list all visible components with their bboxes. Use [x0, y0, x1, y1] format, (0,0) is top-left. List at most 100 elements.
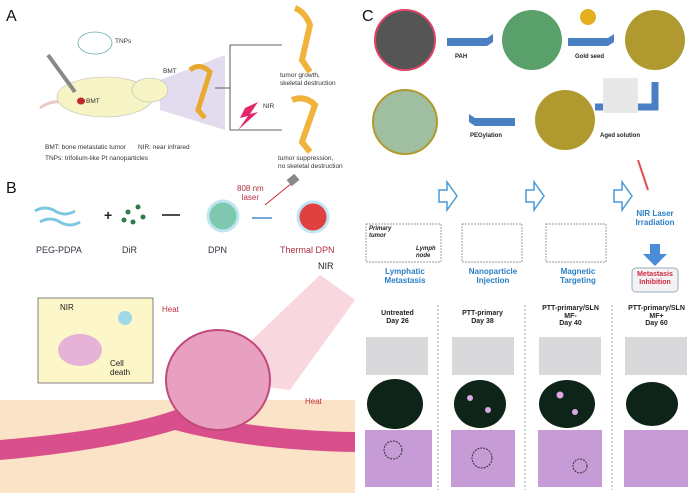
workflow-boxes — [365, 223, 607, 263]
g2a: PTT-primary — [462, 310, 503, 317]
lightning-icon — [238, 102, 258, 130]
cell-death-2: death — [110, 367, 131, 377]
lymph-node-1: Lymph — [416, 246, 436, 252]
arrow-gold-seed — [568, 34, 614, 46]
step-pegylation: PEGylation — [470, 133, 503, 139]
wf-2a: Nanoparticle — [468, 267, 518, 276]
pah-particle — [502, 10, 562, 70]
workflow-arrows — [438, 179, 633, 213]
tnps-label: TNPs — [115, 38, 132, 45]
branch-arrows — [215, 44, 282, 131]
outcome-bottom-2: no skeletal destruction — [278, 163, 343, 170]
g1a: Untreated — [381, 310, 414, 317]
thermal-dpn-label: Thermal DPN — [280, 245, 335, 255]
bone-healthy — [290, 95, 319, 154]
legend-tnps: TNPs: trifolium-like Pt nanoparticles — [45, 155, 148, 162]
core-particle — [374, 9, 436, 71]
primary-tumor-1: Primary — [369, 226, 392, 232]
lymph-node-2: node — [416, 252, 431, 259]
inset-nir-label: NIR — [60, 303, 74, 312]
metastasis-circles — [383, 440, 588, 474]
wf-1b: Metastasis — [384, 275, 426, 285]
laser-label-2: laser — [241, 192, 260, 202]
seeded-particle — [625, 10, 685, 70]
thermal-dpn-particle — [296, 200, 330, 234]
result-1: Metastasis — [637, 271, 673, 278]
bmt-mouse-label: BMT — [86, 98, 100, 105]
g2b: Day 38 — [471, 317, 494, 325]
laser-label-1: 808 nm — [237, 184, 264, 193]
wf-1a: Lymphatic — [385, 267, 425, 276]
column-dividers — [437, 305, 613, 490]
nir-beam-label: NIR — [318, 261, 334, 271]
tumor-mass — [165, 329, 271, 431]
dir-label: DiR — [122, 245, 137, 255]
g4a: PTT-primary/SLN — [628, 305, 685, 312]
syringe-icon — [46, 53, 77, 94]
wf-3a: Magnetic — [560, 267, 596, 276]
blood-vessel — [0, 410, 355, 460]
bone-icon — [188, 64, 213, 120]
dir-dots — [121, 204, 146, 225]
step-pah: PAH — [455, 54, 468, 60]
arrow-pah — [447, 34, 493, 46]
mouse-head — [131, 77, 169, 103]
peg-pdpa-label: PEG-PDPA — [36, 245, 82, 255]
step-aged: Aged solution — [600, 133, 640, 139]
wf-2b: Injection — [476, 275, 510, 285]
g4b: MF+ — [649, 312, 664, 320]
g3b: MF- — [564, 312, 577, 320]
arrow-pegylation — [469, 114, 515, 126]
down-arrow — [643, 244, 667, 266]
peg-particle — [372, 89, 438, 155]
cell-death-1: Cell — [110, 359, 124, 368]
outcome-bottom-1: tumor suppression, — [278, 155, 334, 162]
legend-nir: NIR: near infrared — [138, 144, 190, 151]
nir-label: NIR — [263, 103, 275, 110]
g4c: Day 60 — [645, 320, 668, 328]
g3c: Day 40 — [559, 320, 582, 328]
panel-b-label: B — [6, 180, 17, 197]
bmt-bone-label: BMT — [163, 68, 177, 75]
flask-icon — [603, 78, 638, 113]
g3a: PTT-primary/SLN — [542, 305, 599, 312]
aged-particle — [535, 90, 595, 150]
panel-c-label: C — [362, 8, 374, 25]
panel-a-label: A — [6, 8, 17, 25]
dpn-particle — [206, 199, 240, 233]
laser-icon — [286, 173, 300, 187]
laser-lines — [637, 159, 649, 191]
laser-beam — [264, 182, 293, 206]
cancer-cell — [58, 334, 102, 366]
plus-sign: + — [104, 207, 113, 223]
histology-images — [365, 430, 688, 487]
heat-label-1: Heat — [162, 305, 179, 314]
outcome-top-2: skeletal destruction — [280, 80, 336, 87]
result-2: Inhibition — [639, 278, 671, 286]
nanoparticle — [118, 311, 132, 325]
polymer-chains — [34, 206, 81, 227]
gold-seed-icon — [580, 9, 596, 25]
result-box — [631, 267, 679, 293]
heat-label-2: Heat — [305, 397, 322, 406]
mouse-photos — [366, 337, 687, 375]
bone-destroyed — [293, 5, 314, 74]
g1b: Day 26 — [386, 317, 409, 325]
wf-4b: Irradiation — [635, 217, 675, 227]
wf-4a: NIR Laser — [636, 209, 674, 218]
primary-tumor-2: tumor — [369, 232, 386, 239]
step-gold-seed: Gold seed — [575, 54, 605, 60]
tnp-bubble — [77, 31, 113, 55]
